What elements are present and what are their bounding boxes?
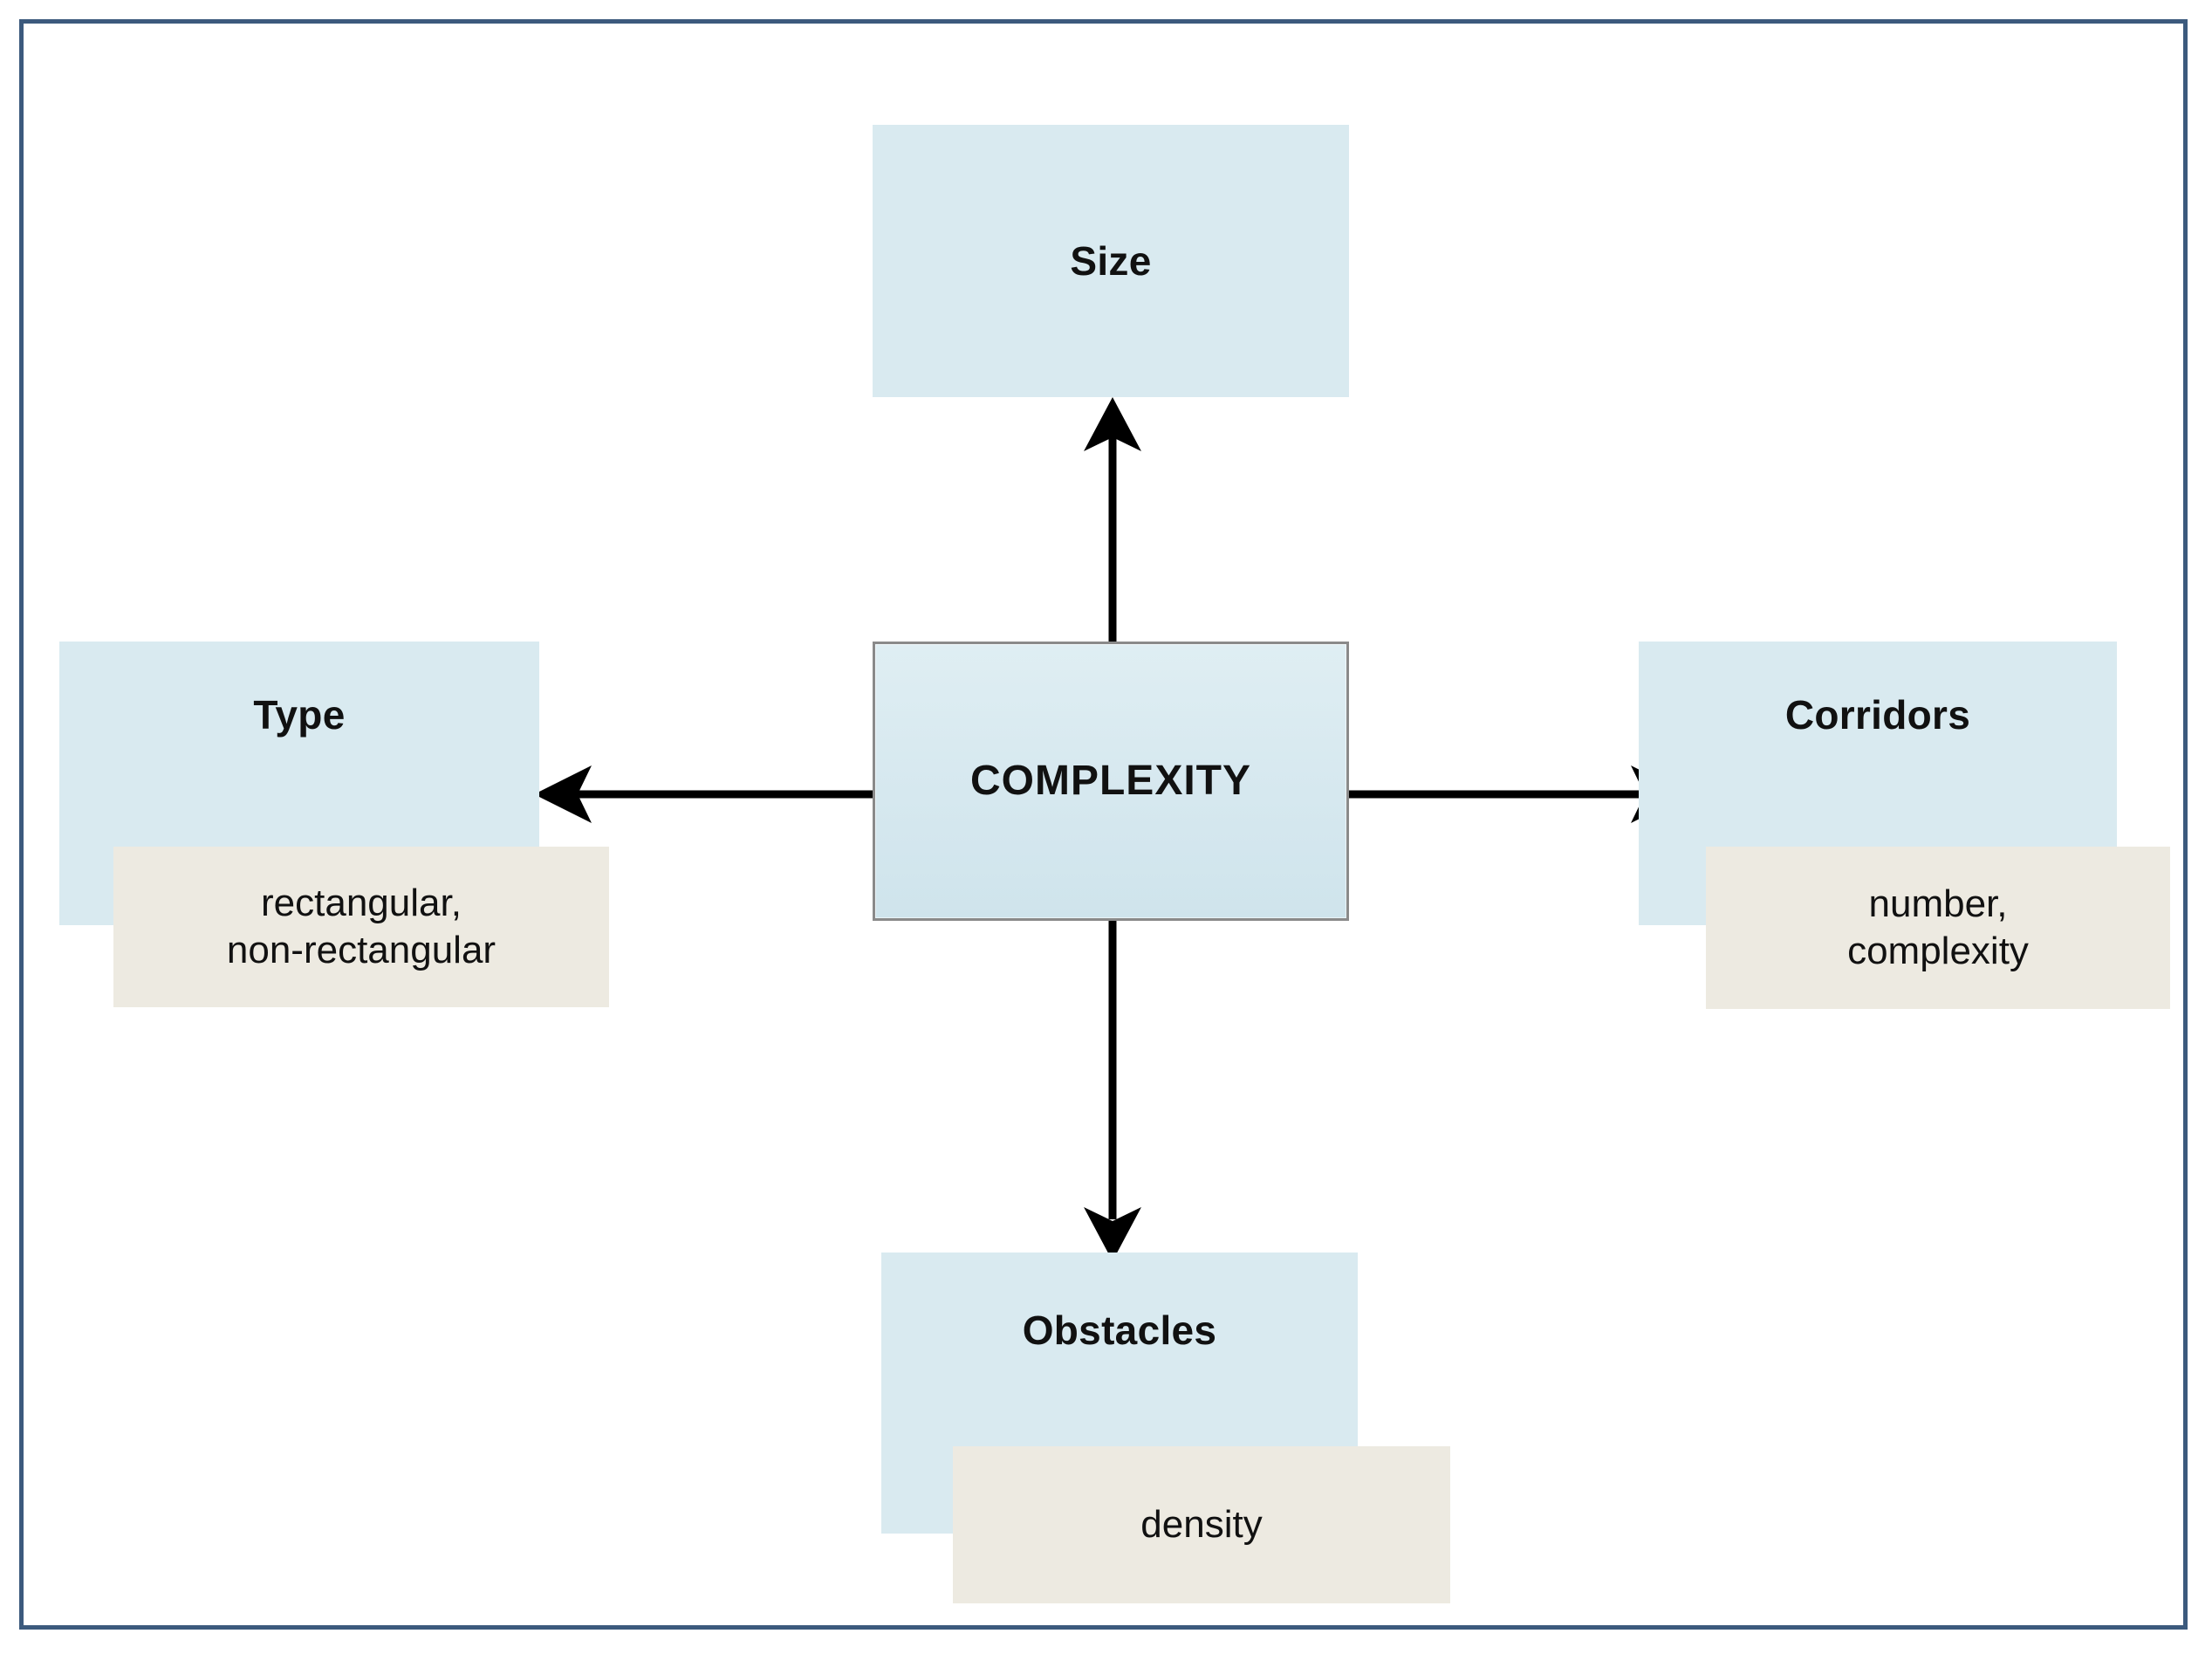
detail-type: rectangular, non-rectangular <box>113 847 609 1007</box>
node-type-label: Type <box>253 692 346 738</box>
detail-corridors: number, complexity <box>1706 847 2170 1009</box>
arrow-up-to-size <box>1073 397 1152 646</box>
detail-corridors-text: number, complexity <box>1847 882 2029 972</box>
node-size[interactable]: Size <box>873 125 1349 397</box>
arrow-left-to-type <box>534 755 879 834</box>
node-complexity-label: COMPLEXITY <box>969 758 1252 805</box>
arrow-right-to-corridors <box>1344 755 1688 834</box>
detail-obstacles: density <box>953 1446 1450 1603</box>
arrow-down-to-obstacles <box>1073 916 1152 1261</box>
detail-type-text: rectangular, non-rectangular <box>226 882 497 971</box>
node-complexity-center[interactable]: COMPLEXITY <box>873 642 1349 921</box>
detail-obstacles-text: density <box>1140 1503 1263 1547</box>
node-corridors-label: Corridors <box>1784 692 1971 738</box>
node-size-label: Size <box>1070 237 1152 284</box>
node-obstacles-label: Obstacles <box>1022 1307 1217 1353</box>
